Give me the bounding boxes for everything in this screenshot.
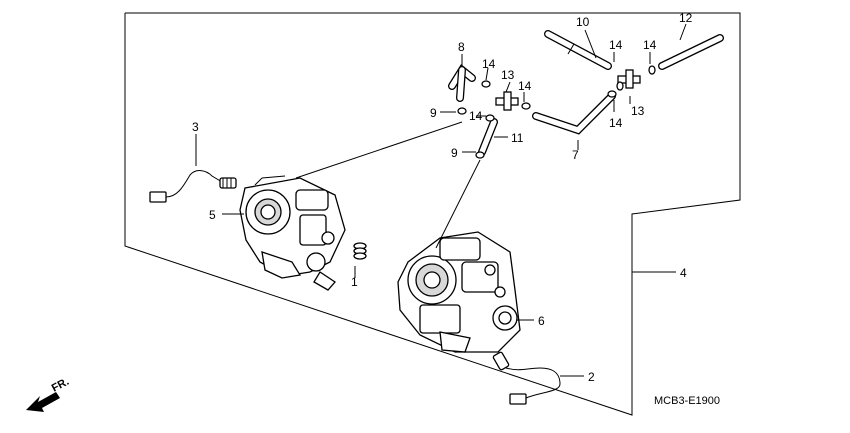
hose-12 [658, 34, 724, 70]
hose-7 [532, 92, 616, 135]
callout-14-c: 14 [469, 109, 483, 123]
diagram-code: MCB3-E1900 [654, 395, 720, 407]
callout-2: 2 [588, 370, 595, 384]
callout-12: 12 [679, 11, 693, 25]
callout-9-upper: 9 [430, 106, 437, 120]
callout-5: 5 [209, 208, 216, 222]
front-sensor [149, 170, 237, 203]
hose-10 [544, 30, 612, 70]
callout-11: 11 [511, 131, 524, 145]
front-carburetor [239, 175, 346, 291]
callout-14-a: 14 [482, 57, 496, 71]
hose-11 [478, 118, 498, 156]
callout-8: 8 [458, 40, 465, 54]
callout-9-lower: 9 [451, 146, 458, 160]
callout-10: 10 [576, 15, 590, 29]
tee-fitting-right [617, 69, 641, 89]
callout-4: 4 [680, 266, 687, 280]
hose-8 [448, 64, 476, 102]
callout-13-left: 13 [501, 68, 515, 82]
rear-sensor [492, 351, 561, 405]
assembly-frame [124, 12, 741, 416]
callout-3: 3 [192, 120, 199, 134]
callout-14-e: 14 [643, 38, 657, 52]
tee-fitting-left [495, 91, 519, 111]
leader-lines [195, 23, 687, 377]
callout-13-right: 13 [631, 104, 645, 118]
callout-7: 7 [572, 148, 579, 162]
callout-14-f: 14 [609, 116, 623, 130]
direction-label: FR. [50, 376, 71, 395]
hose-clips [457, 65, 656, 159]
front-direction-arrow-icon [26, 392, 60, 412]
callout-1: 1 [351, 275, 358, 289]
callout-14-d: 14 [609, 38, 623, 52]
callout-14-b: 14 [518, 79, 532, 93]
callout-6: 6 [538, 314, 545, 328]
spring [353, 242, 367, 260]
rear-carburetor [397, 231, 521, 353]
